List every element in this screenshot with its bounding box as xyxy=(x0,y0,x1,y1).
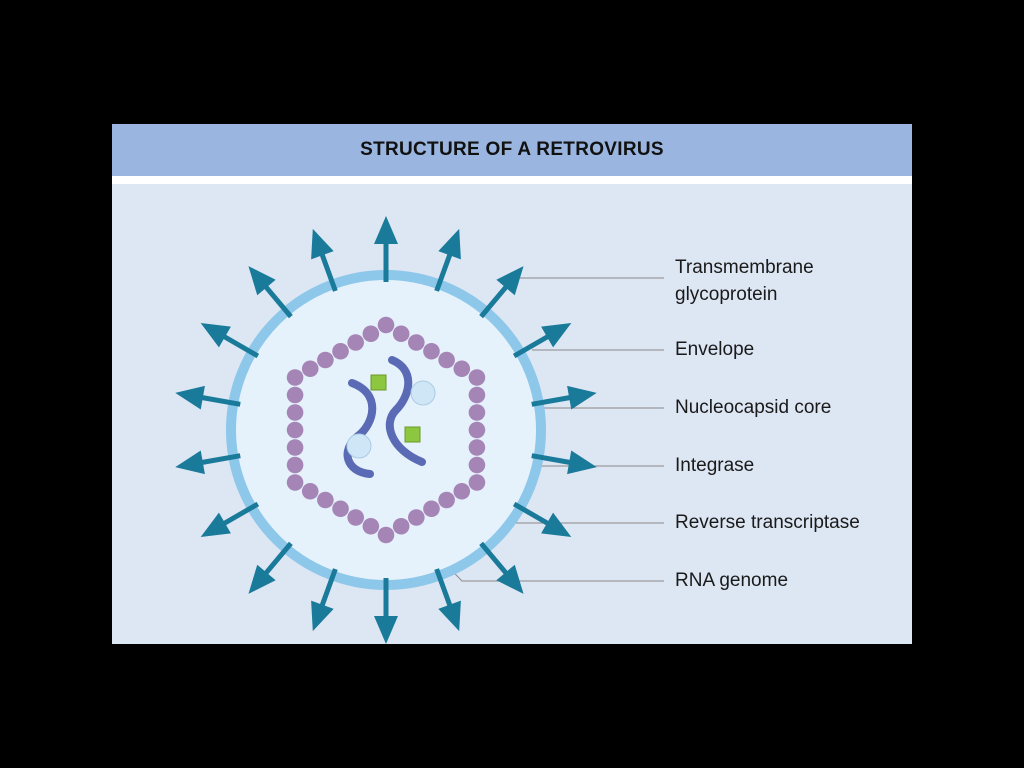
reverse-transcriptase-circle-icon xyxy=(411,381,435,405)
glycoprotein-spike-icon xyxy=(437,569,461,631)
capsid-protein-bead-icon xyxy=(302,483,319,500)
capsid-protein-bead-icon xyxy=(363,518,380,535)
capsid-protein-bead-icon xyxy=(438,352,455,369)
label-nucleocapsid-core: Nucleocapsid core xyxy=(675,394,831,421)
spike-stem xyxy=(264,284,291,316)
capsid-protein-bead-icon xyxy=(423,343,440,360)
glycoprotein-spike-icon xyxy=(481,543,523,594)
capsid-protein-bead-icon xyxy=(287,457,304,474)
capsid-protein-bead-icon xyxy=(287,474,304,491)
label-transmembrane-line2: glycoprotein xyxy=(675,281,814,308)
capsid-protein-bead-icon xyxy=(302,360,319,377)
capsid-protein-bead-icon xyxy=(378,317,395,334)
capsid-protein-bead-icon xyxy=(287,369,304,386)
capsid-protein-bead-icon xyxy=(453,483,470,500)
label-transmembrane-line1: Transmembrane xyxy=(675,254,814,281)
capsid-protein-bead-icon xyxy=(378,527,395,544)
glycoprotein-spike-icon xyxy=(311,569,335,631)
capsid-protein-bead-icon xyxy=(469,457,486,474)
capsid-protein-bead-icon xyxy=(408,334,425,351)
capsid-protein-bead-icon xyxy=(332,500,349,517)
capsid-protein-bead-icon xyxy=(287,404,304,421)
spike-head xyxy=(374,216,398,244)
glycoprotein-spike-icon xyxy=(514,323,571,356)
label-transmembrane-glycoprotein: Transmembrane glycoprotein xyxy=(675,254,814,308)
glycoprotein-spike-icon xyxy=(514,504,571,537)
virion xyxy=(175,216,596,644)
glycoprotein-spike-icon xyxy=(248,266,290,317)
capsid-protein-bead-icon xyxy=(332,343,349,360)
capsid-protein-bead-icon xyxy=(287,387,304,404)
label-envelope: Envelope xyxy=(675,336,754,363)
label-reverse-transcriptase: Reverse transcriptase xyxy=(675,509,860,536)
capsid-protein-bead-icon xyxy=(438,492,455,509)
capsid-protein-bead-icon xyxy=(469,439,486,456)
capsid-protein-bead-icon xyxy=(287,439,304,456)
glycoprotein-spike-icon xyxy=(201,323,258,356)
capsid-protein-bead-icon xyxy=(469,422,486,439)
retrovirus-diagram xyxy=(112,124,912,644)
spike-head xyxy=(311,601,334,631)
capsid-protein-bead-icon xyxy=(363,325,380,342)
spike-stem xyxy=(264,543,291,575)
integrase-square-icon xyxy=(371,375,386,390)
spike-head xyxy=(175,386,205,410)
capsid-protein-bead-icon xyxy=(347,509,364,526)
label-rna-genome: RNA genome xyxy=(675,567,788,594)
glycoprotein-spike-icon xyxy=(437,229,461,291)
spike-head xyxy=(374,616,398,644)
glycoprotein-spike-icon xyxy=(311,229,335,291)
diagram-panel: STRUCTURE OF A RETROVIRUS Transmembrane … xyxy=(112,124,912,644)
capsid-protein-bead-icon xyxy=(469,387,486,404)
spike-head xyxy=(175,450,205,474)
capsid-protein-bead-icon xyxy=(393,325,410,342)
capsid-protein-bead-icon xyxy=(347,334,364,351)
reverse-transcriptase-circle-icon xyxy=(347,434,371,458)
glycoprotein-spike-icon xyxy=(248,543,290,594)
spike-stem xyxy=(481,284,508,316)
spike-head xyxy=(567,386,597,410)
integrase-square-icon xyxy=(405,427,420,442)
capsid-protein-bead-icon xyxy=(469,404,486,421)
capsid-protein-bead-icon xyxy=(469,474,486,491)
capsid-protein-bead-icon xyxy=(393,518,410,535)
capsid-protein-bead-icon xyxy=(423,500,440,517)
capsid-protein-bead-icon xyxy=(317,352,334,369)
capsid-protein-bead-icon xyxy=(408,509,425,526)
spike-stem xyxy=(481,543,508,575)
spike-head xyxy=(438,229,461,259)
capsid-protein-bead-icon xyxy=(469,369,486,386)
capsid-protein-bead-icon xyxy=(317,492,334,509)
spike-head xyxy=(438,601,461,631)
spike-head xyxy=(567,450,597,474)
capsid-protein-bead-icon xyxy=(453,360,470,377)
glycoprotein-spike-icon xyxy=(481,266,523,317)
glycoprotein-spike-icon xyxy=(201,504,258,537)
capsid-protein-bead-icon xyxy=(287,422,304,439)
spike-head xyxy=(311,229,334,259)
label-integrase: Integrase xyxy=(675,452,754,479)
